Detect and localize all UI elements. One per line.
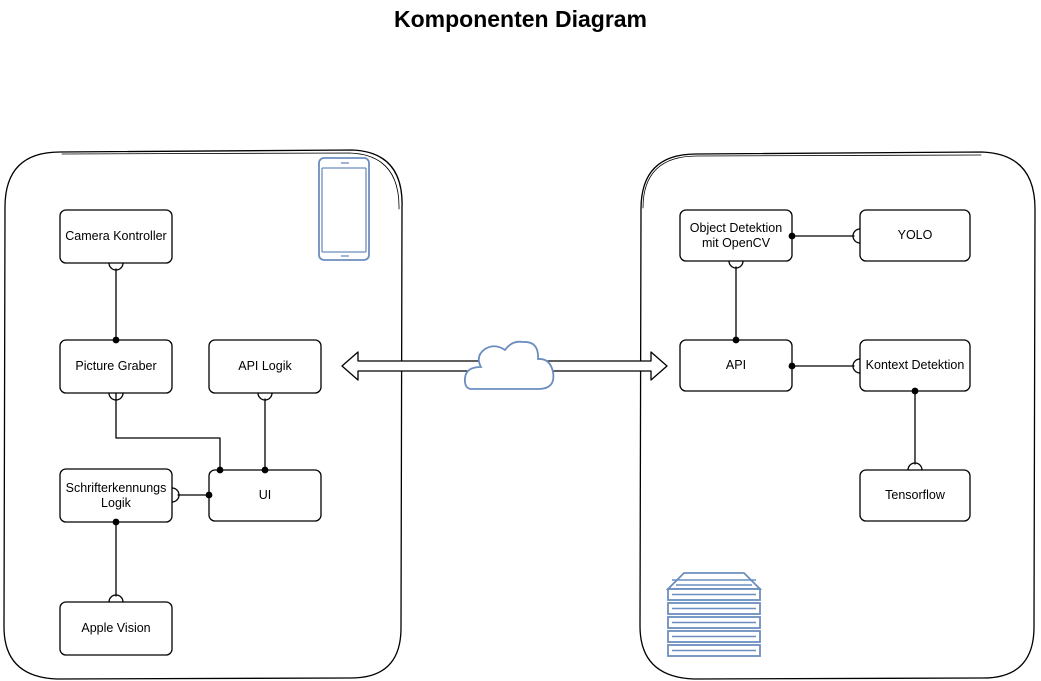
- apple-vision-label: Apple Vision: [81, 621, 151, 635]
- cloud-icon: [463, 340, 555, 390]
- object-detektion-label: Object Detektion mit OpenCV: [680, 210, 792, 261]
- object-detektion-line-2: mit OpenCV: [701, 235, 771, 250]
- server-rack-icon: [665, 572, 763, 657]
- ui-label: UI: [258, 488, 272, 502]
- camera-kontroller-box: [59, 209, 173, 264]
- apple-vision-box: [59, 601, 173, 656]
- schrifterkennungs-logik-line-2: Logik: [101, 495, 131, 510]
- server-container: [639, 151, 1036, 680]
- kontext-detektion-label: Kontext Detektion: [865, 358, 965, 372]
- picture-graber-label: Picture Graber: [75, 359, 157, 373]
- tensorflow-label: Tensorflow: [885, 488, 945, 502]
- api-logik-box: [208, 339, 322, 394]
- yolo-label: YOLO: [897, 228, 933, 242]
- smartphone-icon: [318, 157, 370, 261]
- client-connectors: [108, 262, 273, 603]
- api-logik-label: API Logik: [238, 359, 292, 373]
- schrifterkennungs-logik-label: Schrifterkennungs Logik: [60, 469, 172, 522]
- client-container: [3, 149, 403, 680]
- object-detektion-line-1: Object Detektion: [689, 220, 783, 235]
- api-label: API: [725, 358, 747, 372]
- connector-dots: [112, 232, 919, 526]
- schrifterkennungs-logik-line-1: Schrifterkennungs: [65, 480, 167, 495]
- camera-kontroller-label: Camera Kontroller: [65, 229, 167, 243]
- yolo-box: [859, 209, 971, 262]
- diagram-title: Komponenten Diagram: [393, 6, 648, 32]
- tensorflow-box: [859, 469, 971, 522]
- server-connectors: [728, 228, 923, 471]
